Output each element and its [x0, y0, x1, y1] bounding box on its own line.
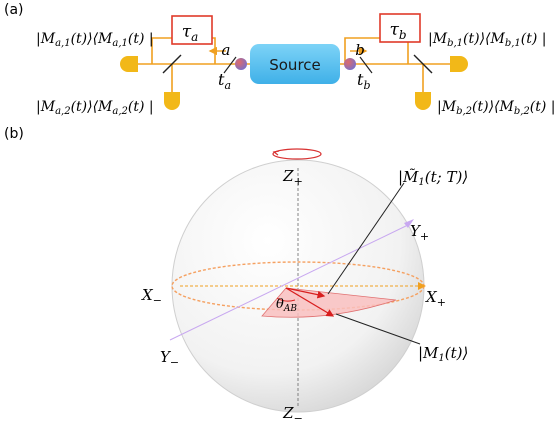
beam-splitter-a — [162, 54, 182, 74]
vector-m1-tilde — [285, 287, 326, 299]
panel-a-label: (a) — [4, 2, 24, 18]
detector-b2-icon — [415, 92, 431, 110]
x-minus-label: X− — [141, 286, 162, 307]
time-marker-b — [359, 56, 373, 74]
panel-a: (a) τa τb Source a b — [4, 2, 556, 117]
port-b-label: b — [355, 41, 365, 59]
detector-a1-icon — [120, 56, 138, 72]
source-box — [250, 44, 340, 84]
panel-b-label: (b) — [4, 126, 24, 142]
port-a-label: a — [222, 41, 231, 59]
y-minus-label: Y− — [160, 348, 179, 369]
pointer-m1-tilde — [327, 182, 405, 295]
pointer-m1 — [335, 313, 421, 345]
time-b-label: tb — [357, 70, 370, 92]
x-axis-arrow-icon — [418, 282, 426, 290]
detector-a2-icon — [164, 92, 180, 110]
vector-m1 — [285, 287, 335, 317]
state-m1-label: |M1(t)⟩ — [418, 344, 468, 364]
rotation-indicator — [272, 148, 322, 160]
angle-arc — [276, 297, 296, 302]
delay-box-a — [171, 15, 213, 45]
rotation-arrow-icon — [272, 150, 280, 156]
state-m1-tilde-label: |M̃1(t; T)⟩ — [398, 168, 468, 188]
detector-b1-icon — [450, 56, 468, 72]
x-plus-label: X+ — [425, 288, 446, 309]
proj-a1-label: |Ma,1(t)⟩⟨Ma,1(t) | — [36, 31, 154, 49]
proj-b2-label: |Mb,2(t)⟩⟨Mb,2(t) | — [437, 99, 556, 117]
delay-box-b — [379, 13, 421, 43]
photon-b-icon — [344, 58, 356, 70]
y-axis — [169, 223, 411, 341]
source-label: Source — [269, 56, 321, 74]
time-marker-a — [223, 56, 237, 74]
beam-splitter-b — [413, 54, 433, 74]
y-axis-arrow-icon — [404, 219, 414, 228]
proj-a2-label: |Ma,2(t)⟩⟨Ma,2(t) | — [36, 99, 154, 117]
proj-b1-label: |Mb,1(t)⟩⟨Mb,1(t) | — [428, 31, 547, 49]
delay-loop-b — [344, 37, 409, 64]
y-plus-label: Y+ — [410, 222, 429, 243]
panel-b: (b) Z+ Z− X+ X− Y+ Y− θAB |M̃1(t; T — [4, 126, 468, 425]
photon-a-icon — [235, 58, 247, 70]
